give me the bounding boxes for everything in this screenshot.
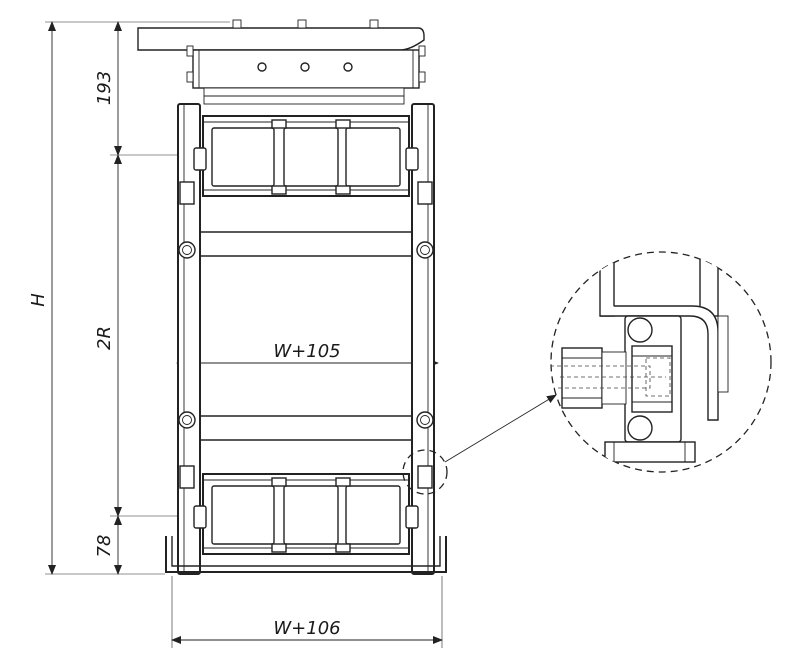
dimension-lines <box>45 21 443 648</box>
bottom-chain-links <box>179 465 433 555</box>
dim-label-2r: 2R <box>94 326 115 350</box>
dim-label-78: 78 <box>94 535 115 558</box>
dim-label-w106: W+106 <box>273 618 340 639</box>
detail-callout <box>402 251 772 495</box>
dim-label-193: 193 <box>94 71 115 105</box>
dim-label-h: H <box>28 293 49 307</box>
chain-side-plates <box>177 103 435 575</box>
top-chain-links <box>179 115 433 205</box>
top-mounting-plate <box>137 19 426 105</box>
bottom-guide-tray <box>165 536 447 573</box>
dim-label-w105: W+105 <box>273 341 340 362</box>
